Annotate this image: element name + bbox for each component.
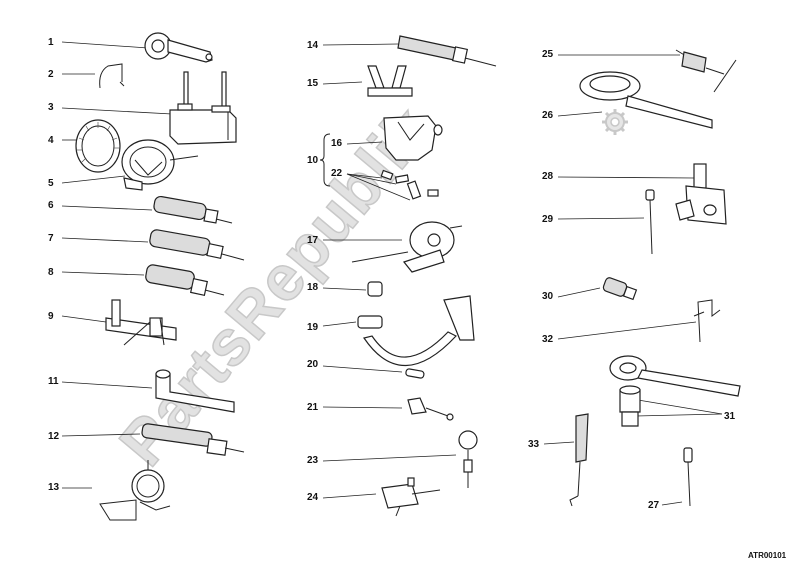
part-3: 3 [48, 71, 237, 145]
callout-25: 25 [542, 49, 554, 60]
part-19: 19 [307, 295, 475, 367]
part-31: 31 [609, 355, 741, 427]
callout-18: 18 [307, 282, 319, 293]
callout-17: 17 [307, 235, 319, 246]
part-28: 28 [542, 163, 727, 225]
callout-16: 16 [331, 138, 343, 149]
part-27: 27 [648, 447, 693, 511]
part-25: 25 [542, 49, 737, 93]
callout-27: 27 [648, 500, 660, 511]
callout-1: 1 [48, 37, 54, 48]
callout-30: 30 [542, 291, 554, 302]
callout-28: 28 [542, 171, 554, 182]
part-9: 9 [48, 299, 177, 346]
part-18: 18 [307, 281, 383, 297]
callout-22: 22 [331, 168, 343, 179]
part-15: 15 [307, 65, 413, 97]
callout-23: 23 [307, 455, 319, 466]
part-32: 32 [542, 299, 721, 345]
part-30: 30 [542, 277, 638, 302]
callout-26: 26 [542, 110, 554, 121]
drawing-reference-code: ATR00101 [748, 551, 787, 560]
part-8: 8 [48, 264, 225, 297]
callout-9: 9 [48, 311, 54, 322]
part-24: 24 [307, 477, 441, 517]
part-10: 10 [307, 133, 331, 187]
part-2: 2 [48, 63, 125, 89]
callout-3: 3 [48, 102, 54, 113]
part-6: 6 [48, 195, 233, 224]
callout-19: 19 [307, 322, 319, 333]
callout-5: 5 [48, 178, 54, 189]
part-20: 20 [307, 359, 425, 379]
callout-29: 29 [542, 214, 554, 225]
part-4: 4 [48, 119, 121, 173]
callout-10: 10 [307, 155, 319, 166]
part-26: 26 [542, 71, 713, 129]
callout-24: 24 [307, 492, 319, 503]
part-13: 13 [48, 460, 171, 521]
part-7: 7 [48, 229, 245, 261]
callout-21: 21 [307, 402, 319, 413]
callout-15: 15 [307, 78, 319, 89]
callout-4: 4 [48, 135, 54, 146]
callout-2: 2 [48, 69, 54, 80]
callout-8: 8 [48, 267, 54, 278]
part-1: 1 [48, 32, 213, 63]
callout-11: 11 [48, 376, 59, 387]
part-23: 23 [307, 430, 478, 488]
callout-31: 31 [724, 411, 736, 422]
part-5: 5 [48, 139, 199, 191]
part-16: 16 [331, 115, 443, 161]
callout-6: 6 [48, 200, 54, 211]
callout-7: 7 [48, 233, 54, 244]
callout-12: 12 [48, 431, 60, 442]
callout-33: 33 [528, 439, 540, 450]
part-22: 22 [331, 168, 439, 201]
part-12: 12 [48, 423, 245, 456]
part-29: 29 [542, 189, 655, 255]
part-33: 33 [528, 413, 589, 507]
part-21: 21 [307, 397, 454, 421]
part-14: 14 [307, 35, 497, 67]
callout-13: 13 [48, 482, 60, 493]
callout-14: 14 [307, 40, 319, 51]
part-11: 11 [48, 369, 235, 413]
watermark-gear-icon [602, 109, 628, 135]
callout-32: 32 [542, 334, 554, 345]
part-17: 17 [307, 221, 463, 273]
callout-20: 20 [307, 359, 319, 370]
